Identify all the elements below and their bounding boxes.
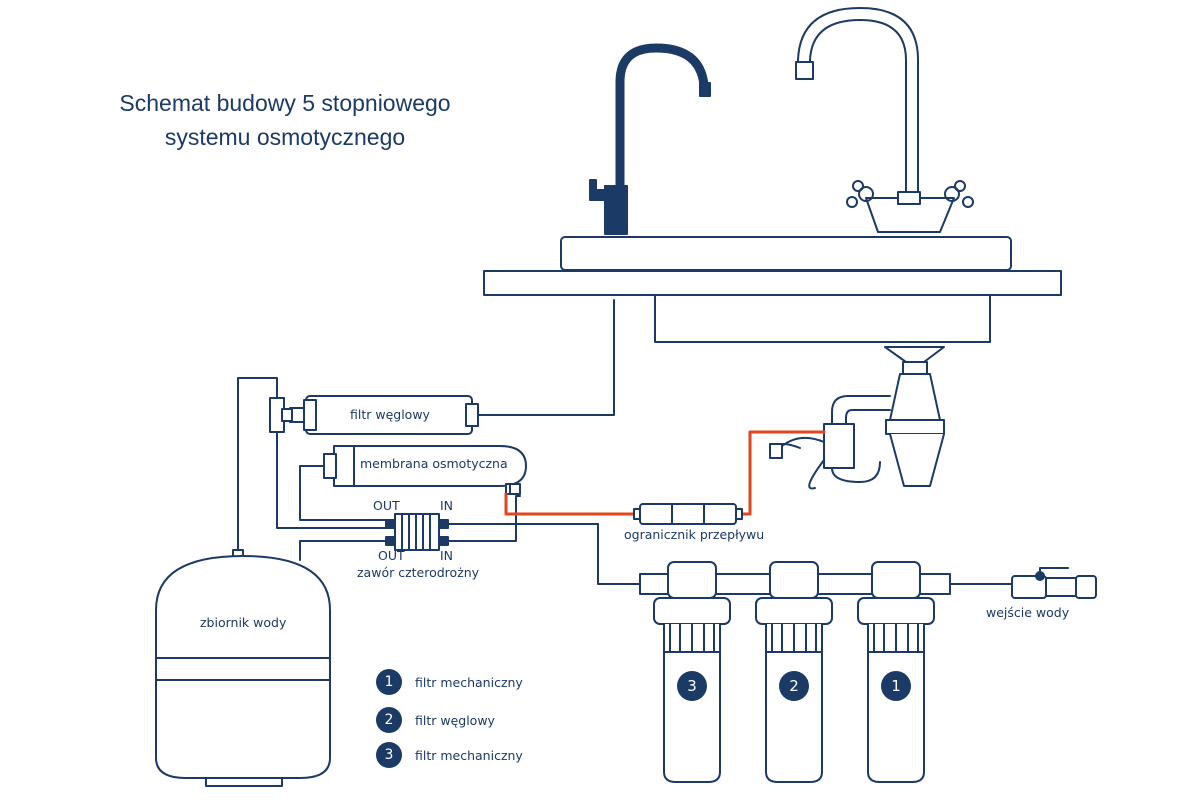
legend-text: filtr mechaniczny: [415, 747, 523, 763]
housing-badge-3: 3: [677, 671, 707, 701]
ro-membrane: [299, 445, 527, 521]
diagram-title: Schemat budowy 5 stopniowego systemu osm…: [60, 86, 510, 154]
legend-item: 3 filtr mechaniczny: [376, 742, 523, 768]
label-four-way-valve: zawór czterodrożny: [357, 565, 480, 580]
ro-tap: [589, 43, 711, 235]
drain-trap: [769, 346, 945, 490]
legend-text: filtr węglowy: [415, 712, 495, 728]
legend-number: 1: [376, 669, 402, 695]
legend-number: 3: [376, 742, 402, 768]
inlet-valve: [949, 567, 1097, 599]
filter-housing-1: [857, 561, 935, 783]
flow-restrictor: [633, 503, 743, 525]
legend-number: 2: [376, 707, 402, 733]
label-carbon-filter: filtr węglowy: [350, 407, 430, 422]
housing-badge-1: 1: [881, 671, 911, 701]
sink: [560, 236, 1012, 343]
filter-housing-3: [653, 561, 731, 783]
label-flow-restrictor: ogranicznik przepływu: [624, 527, 765, 542]
countertop: [483, 270, 1062, 296]
legend-item: 2 filtr węglowy: [376, 707, 495, 733]
title-line-2: systemu osmotycznego: [164, 124, 406, 150]
title-line-1: Schemat budowy 5 stopniowego: [119, 90, 451, 116]
housing-badge-2: 2: [779, 671, 809, 701]
label-water-inlet: wejście wody: [986, 605, 1070, 620]
label-valve-out-bottom: OUT: [378, 548, 405, 563]
label-valve-in-bottom: IN: [440, 548, 454, 563]
mixer-faucet: [795, 7, 974, 233]
drain-line: [504, 430, 826, 516]
legend-item: 1 filtr mechaniczny: [376, 669, 523, 695]
carbon-post-filter: [289, 299, 615, 435]
legend-text: filtr mechaniczny: [415, 674, 523, 690]
label-membrane: membrana osmotyczna: [360, 456, 508, 471]
filter-housing-2: [755, 561, 833, 783]
t-connector: [237, 377, 391, 553]
four-way-valve: [299, 483, 661, 585]
label-water-tank: zbiornik wody: [200, 615, 287, 630]
label-valve-in-top: IN: [440, 498, 454, 513]
water-tank: [155, 549, 331, 787]
label-valve-out-top: OUT: [373, 498, 400, 513]
